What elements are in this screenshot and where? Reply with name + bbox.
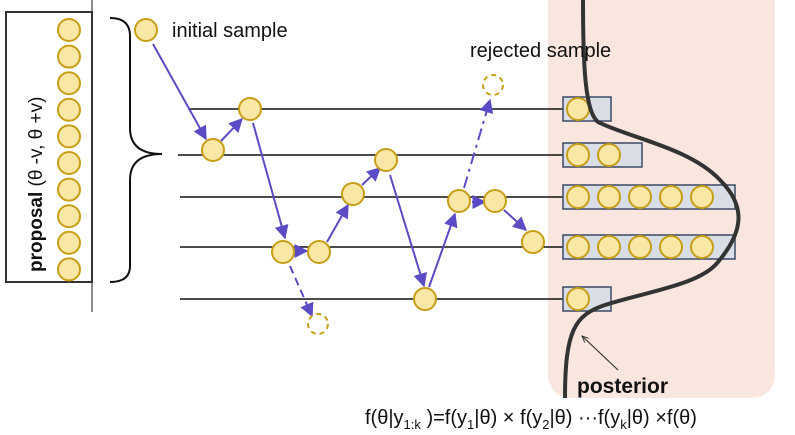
proposal-sample-stack <box>57 18 81 282</box>
proposal-sample <box>57 44 81 69</box>
proposal-sample <box>57 230 81 255</box>
sample-point <box>341 182 365 206</box>
likelihood-formula: f(θ|y1:k )=f(y1|θ) × f(y2|θ) ···f(yk|θ) … <box>365 407 697 432</box>
sample-point <box>413 287 437 311</box>
proposal-label-bold: proposal <box>26 192 47 272</box>
sample-point <box>447 189 471 213</box>
proposal-sample <box>57 257 81 282</box>
posterior-histogram <box>562 96 736 312</box>
histogram-sample <box>659 235 683 259</box>
proposal-label-range: (θ -v, θ +v) <box>26 97 47 192</box>
chain-arrow <box>389 174 428 288</box>
chain-arrow <box>152 43 207 141</box>
chain-arrow <box>428 212 458 288</box>
proposal-sample <box>57 151 81 175</box>
proposal-brace <box>109 17 163 283</box>
initial-sample-label: initial sample <box>172 20 288 42</box>
histogram-sample <box>566 143 590 167</box>
histogram-sample <box>597 235 621 259</box>
proposal-sample <box>57 97 81 122</box>
rejected-sample-point <box>307 313 329 335</box>
proposal-panel: proposal (θ -v, θ +v) <box>5 0 163 312</box>
sample-point <box>374 148 398 172</box>
histogram-sample <box>628 185 652 209</box>
proposal-sample <box>57 204 81 229</box>
rejected-arrow <box>463 98 494 189</box>
chain-arrow <box>220 117 243 142</box>
histogram-sample <box>566 97 590 121</box>
sample-point <box>521 230 545 254</box>
proposal-sample <box>57 71 81 96</box>
rejected-sample-label: rejected sample <box>470 40 611 62</box>
histogram-sample <box>628 235 652 259</box>
sample-point <box>307 240 331 264</box>
histogram-sample <box>659 185 683 209</box>
proposal-sample <box>57 124 81 149</box>
histogram-sample <box>690 185 714 209</box>
sample-point <box>201 138 225 162</box>
posterior-label: posterior <box>577 375 668 398</box>
sample-point <box>271 240 295 264</box>
posterior-curve <box>563 0 741 399</box>
chain-arrow <box>252 122 289 240</box>
chain-arrow <box>361 167 382 186</box>
histogram-sample <box>597 143 621 167</box>
state-lines <box>178 108 575 300</box>
chain-arrow <box>326 203 349 243</box>
histogram-sample <box>690 235 714 259</box>
posterior-pointer <box>582 336 619 371</box>
sample-point <box>238 97 262 121</box>
rejected-sample-point <box>482 74 504 96</box>
histogram-sample <box>597 185 621 209</box>
histogram-sample <box>566 287 590 311</box>
initial-sample-point <box>134 18 158 42</box>
histogram-sample <box>566 185 590 209</box>
proposal-sample <box>57 177 81 202</box>
chain-samples <box>134 18 545 335</box>
chain-arrow <box>503 209 528 231</box>
proposal-label: proposal (θ -v, θ +v) <box>26 97 47 272</box>
proposal-sample <box>57 18 81 42</box>
rejected-arrow <box>289 265 314 318</box>
sample-point <box>483 189 507 213</box>
histogram-sample <box>566 235 590 259</box>
chain-arrows <box>152 43 528 318</box>
